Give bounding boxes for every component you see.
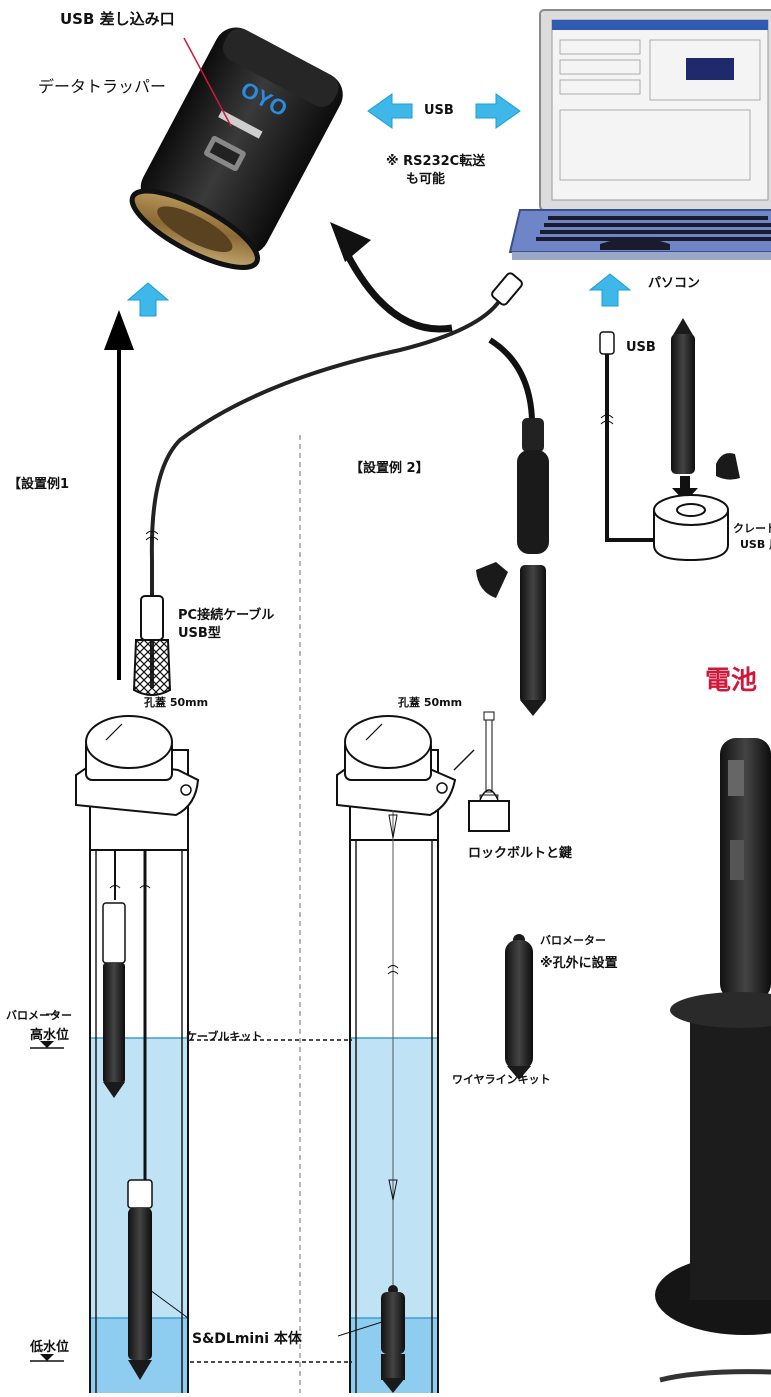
cap-piece bbox=[476, 562, 508, 598]
hole-cap-label-2: 孔蓋 50mm bbox=[398, 696, 463, 709]
cable-curve bbox=[341, 248, 453, 333]
battery-photo bbox=[655, 738, 771, 1383]
low-water-label: 低水位 bbox=[30, 1340, 70, 1355]
cradle-usb-label: USB 用 bbox=[740, 538, 771, 551]
main-body-pointer-1 bbox=[149, 1289, 189, 1319]
reader-unit bbox=[517, 418, 549, 716]
rs232c-note-2: も可能 bbox=[406, 172, 446, 187]
usb-port-label: USB 差し込み口 bbox=[60, 10, 175, 28]
cable-break-mark-2 bbox=[600, 414, 614, 425]
well-1 bbox=[75, 715, 200, 1393]
lock-bolt-key bbox=[468, 711, 510, 832]
main-body-pointer-2 bbox=[337, 1321, 383, 1337]
arrow-up-to-pc bbox=[588, 273, 632, 307]
pc-cable-label: PC接続ケーブル bbox=[178, 608, 275, 623]
example-1-label: 【設置例1 bbox=[8, 477, 70, 492]
rs232c-note: ※ RS232C転送 bbox=[386, 154, 486, 169]
barometer-note: ※孔外に設置 bbox=[540, 956, 618, 971]
well-2 bbox=[336, 715, 475, 1393]
barometer-outside bbox=[505, 934, 533, 1080]
barometer-left-label: バロメーター bbox=[6, 1009, 72, 1022]
hole-cap-label-1: 孔蓋 50mm bbox=[144, 696, 209, 709]
cradle-cap bbox=[716, 453, 740, 480]
usb-link-label: USB bbox=[424, 103, 454, 118]
high-water-label: 高水位 bbox=[30, 1028, 70, 1043]
usb-cradle bbox=[653, 494, 729, 562]
lock-bolt-label: ロックボルトと鍵 bbox=[468, 846, 573, 861]
battery-label: 電池 bbox=[705, 666, 758, 696]
water-level-markers bbox=[30, 1039, 352, 1363]
usb-plug-icon bbox=[491, 272, 523, 306]
example-2-label: 【設置例 2】 bbox=[350, 461, 429, 476]
wireline-kit-label: ワイヤラインキット bbox=[452, 1073, 551, 1086]
cradle-label: クレード bbox=[733, 522, 771, 535]
pc-connection-cable bbox=[149, 298, 502, 688]
usb-port-pointer bbox=[183, 37, 232, 127]
knurled-connector bbox=[132, 639, 172, 696]
pc-label: パソコン bbox=[648, 276, 701, 291]
main-body-label: S&DLmini 本体 bbox=[192, 1331, 302, 1347]
barometer-right-label: バロメーター bbox=[540, 934, 606, 947]
cable-kit-label: ケーブルキット bbox=[186, 1030, 263, 1043]
cable-break-mark bbox=[145, 530, 159, 541]
arrow-up-black bbox=[104, 310, 134, 350]
usb-bidirectional-arrows bbox=[367, 93, 521, 129]
arrow-up-to-trapper bbox=[126, 282, 170, 317]
logger-on-cradle bbox=[671, 318, 695, 474]
usb-plug-small-icon bbox=[599, 331, 615, 355]
pc-cable-label-2: USB型 bbox=[178, 626, 221, 641]
usb-small-label: USB bbox=[626, 340, 656, 355]
cable-to-example2 bbox=[488, 337, 535, 421]
cable-connector bbox=[140, 595, 164, 641]
cradle-cable bbox=[605, 354, 654, 542]
laptop-pc bbox=[508, 9, 771, 260]
data-trapper-label: データトラッパー bbox=[38, 77, 167, 96]
data-trapper-device: OYO bbox=[129, 27, 343, 270]
arrow-to-trapper bbox=[330, 222, 371, 262]
down-arrow bbox=[672, 476, 698, 502]
